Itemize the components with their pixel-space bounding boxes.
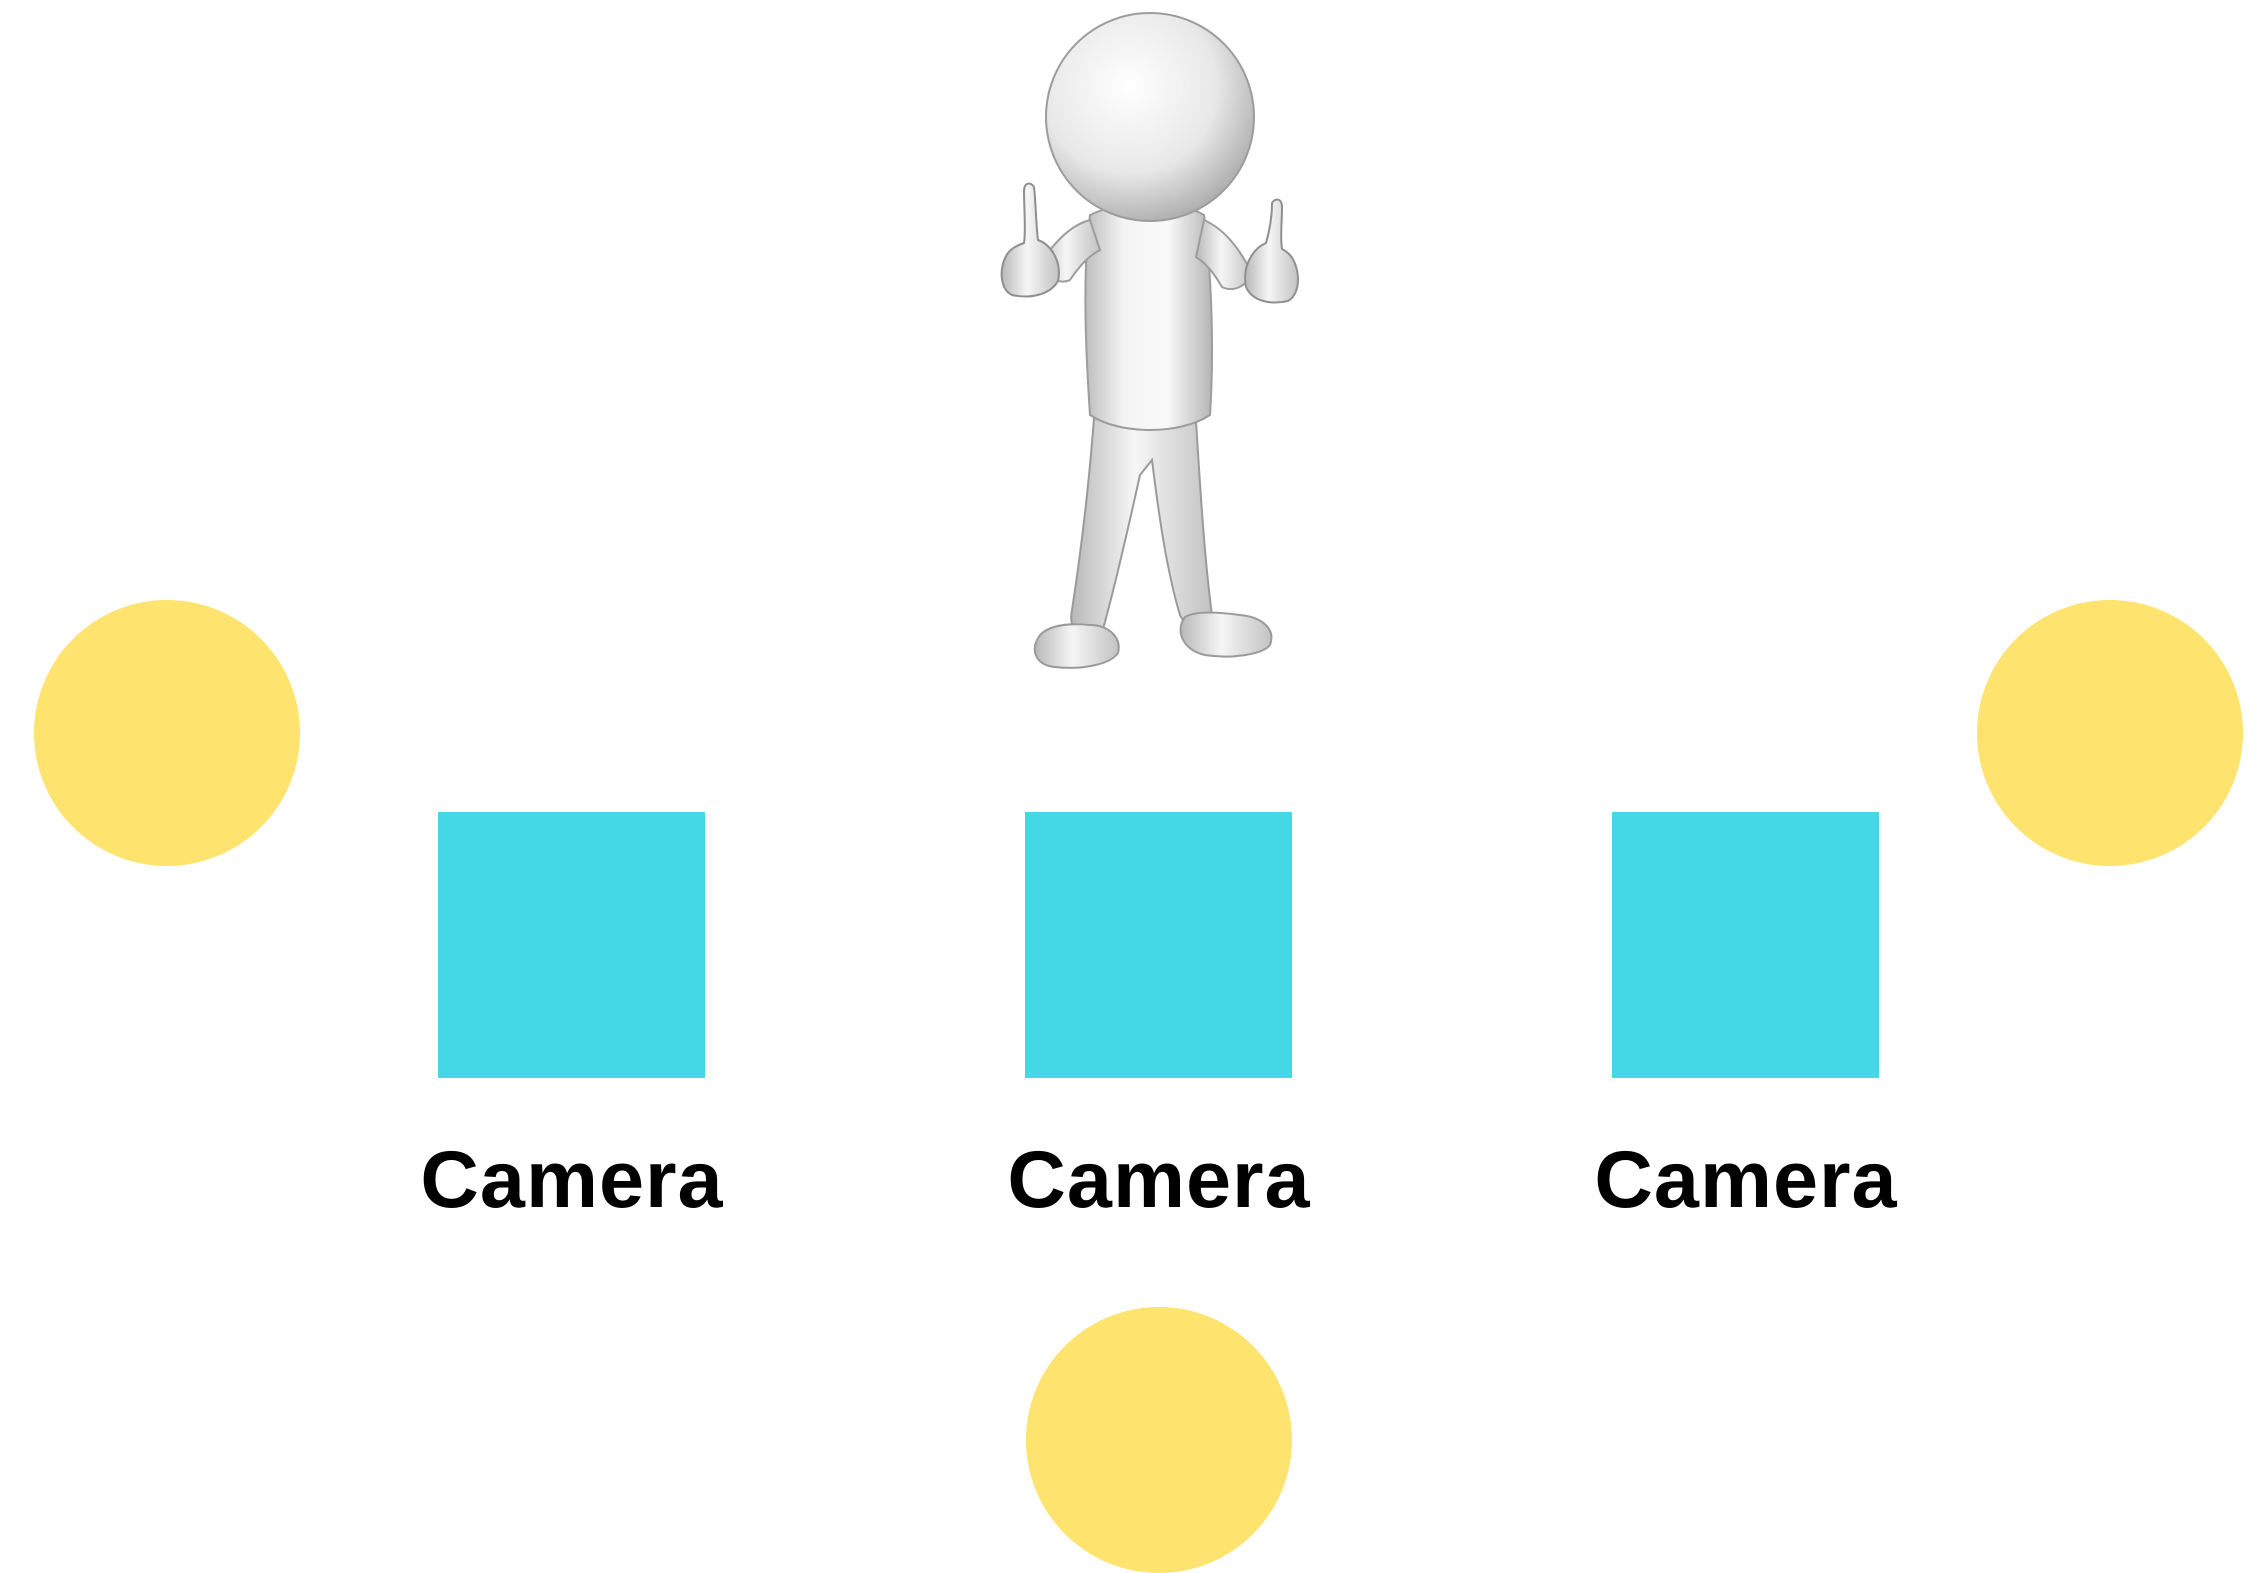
camera-label: Camera [959,1135,1359,1225]
light-icon [1026,1307,1292,1573]
camera-icon [1025,812,1292,1078]
person-thumbs-up-icon [990,5,1370,670]
camera-label: Camera [372,1135,772,1225]
camera-label: Camera [1546,1135,1946,1225]
camera-icon [438,812,705,1078]
light-icon [1977,600,2243,866]
light-icon [34,600,300,866]
camera-icon [1612,812,1879,1078]
